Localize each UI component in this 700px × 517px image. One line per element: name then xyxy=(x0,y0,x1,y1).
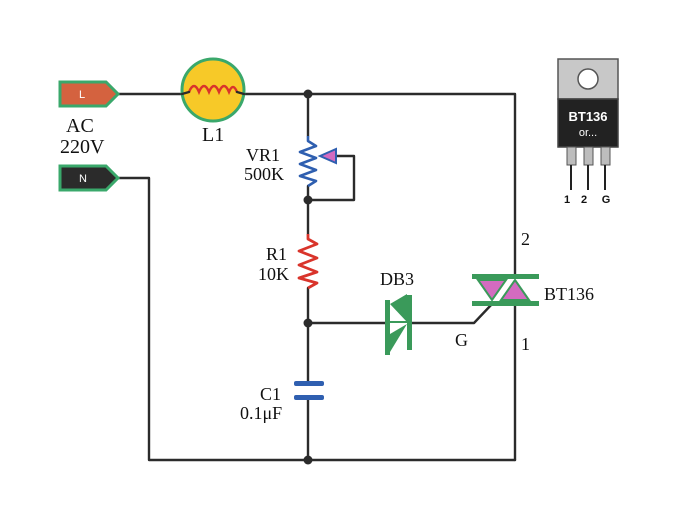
package-inset: BT136 or... 1 2 G xyxy=(557,58,619,206)
wire-diac-to-gate xyxy=(410,302,494,325)
triac-pin-gate: G xyxy=(455,330,468,350)
wires xyxy=(116,92,517,462)
triac-pin-main2: 2 xyxy=(521,229,530,249)
potentiometer-ref: VR1 xyxy=(246,145,280,165)
capacitor-value: 0.1μF xyxy=(240,403,282,423)
diac-label: DB3 xyxy=(380,269,414,289)
triac-pin-main1: 1 xyxy=(521,334,530,354)
terminal-line-label: L xyxy=(79,89,85,101)
triac-label: BT136 xyxy=(544,284,594,304)
package-pin-2: 2 xyxy=(581,194,587,206)
package-part-label: BT136 xyxy=(568,109,607,124)
potentiometer-vr1 xyxy=(298,136,337,188)
junction-bottom xyxy=(303,455,313,465)
capacitor-ref: C1 xyxy=(260,384,281,404)
source-label-ac: AC xyxy=(66,115,94,137)
resistor-value: 10K xyxy=(258,264,289,284)
package-pin-g: G xyxy=(602,194,611,206)
junction-mid xyxy=(303,318,313,328)
package-pin-1: 1 xyxy=(564,194,570,206)
potentiometer-value: 500K xyxy=(244,164,284,184)
junction-top xyxy=(303,89,313,99)
resistor-ref: R1 xyxy=(266,244,287,264)
diac-db3 xyxy=(385,294,412,355)
lamp-label: L1 xyxy=(202,124,224,146)
resistor-r1 xyxy=(297,234,319,290)
terminal-neutral: N xyxy=(58,164,121,192)
terminal-line: L xyxy=(58,80,121,108)
junctions xyxy=(303,89,313,465)
junction-pot xyxy=(303,195,313,205)
triac-bt136 xyxy=(472,274,539,306)
lamp-l1 xyxy=(180,57,246,123)
wire-pot-wiper-loop xyxy=(306,154,356,202)
capacitor-c1 xyxy=(294,381,324,400)
package-sub-label: or... xyxy=(579,127,597,139)
wire-neutral-return xyxy=(116,176,517,462)
terminal-neutral-label: N xyxy=(79,173,87,185)
source-label-voltage: 220V xyxy=(60,136,105,158)
wire-top-rail-right xyxy=(306,92,517,277)
